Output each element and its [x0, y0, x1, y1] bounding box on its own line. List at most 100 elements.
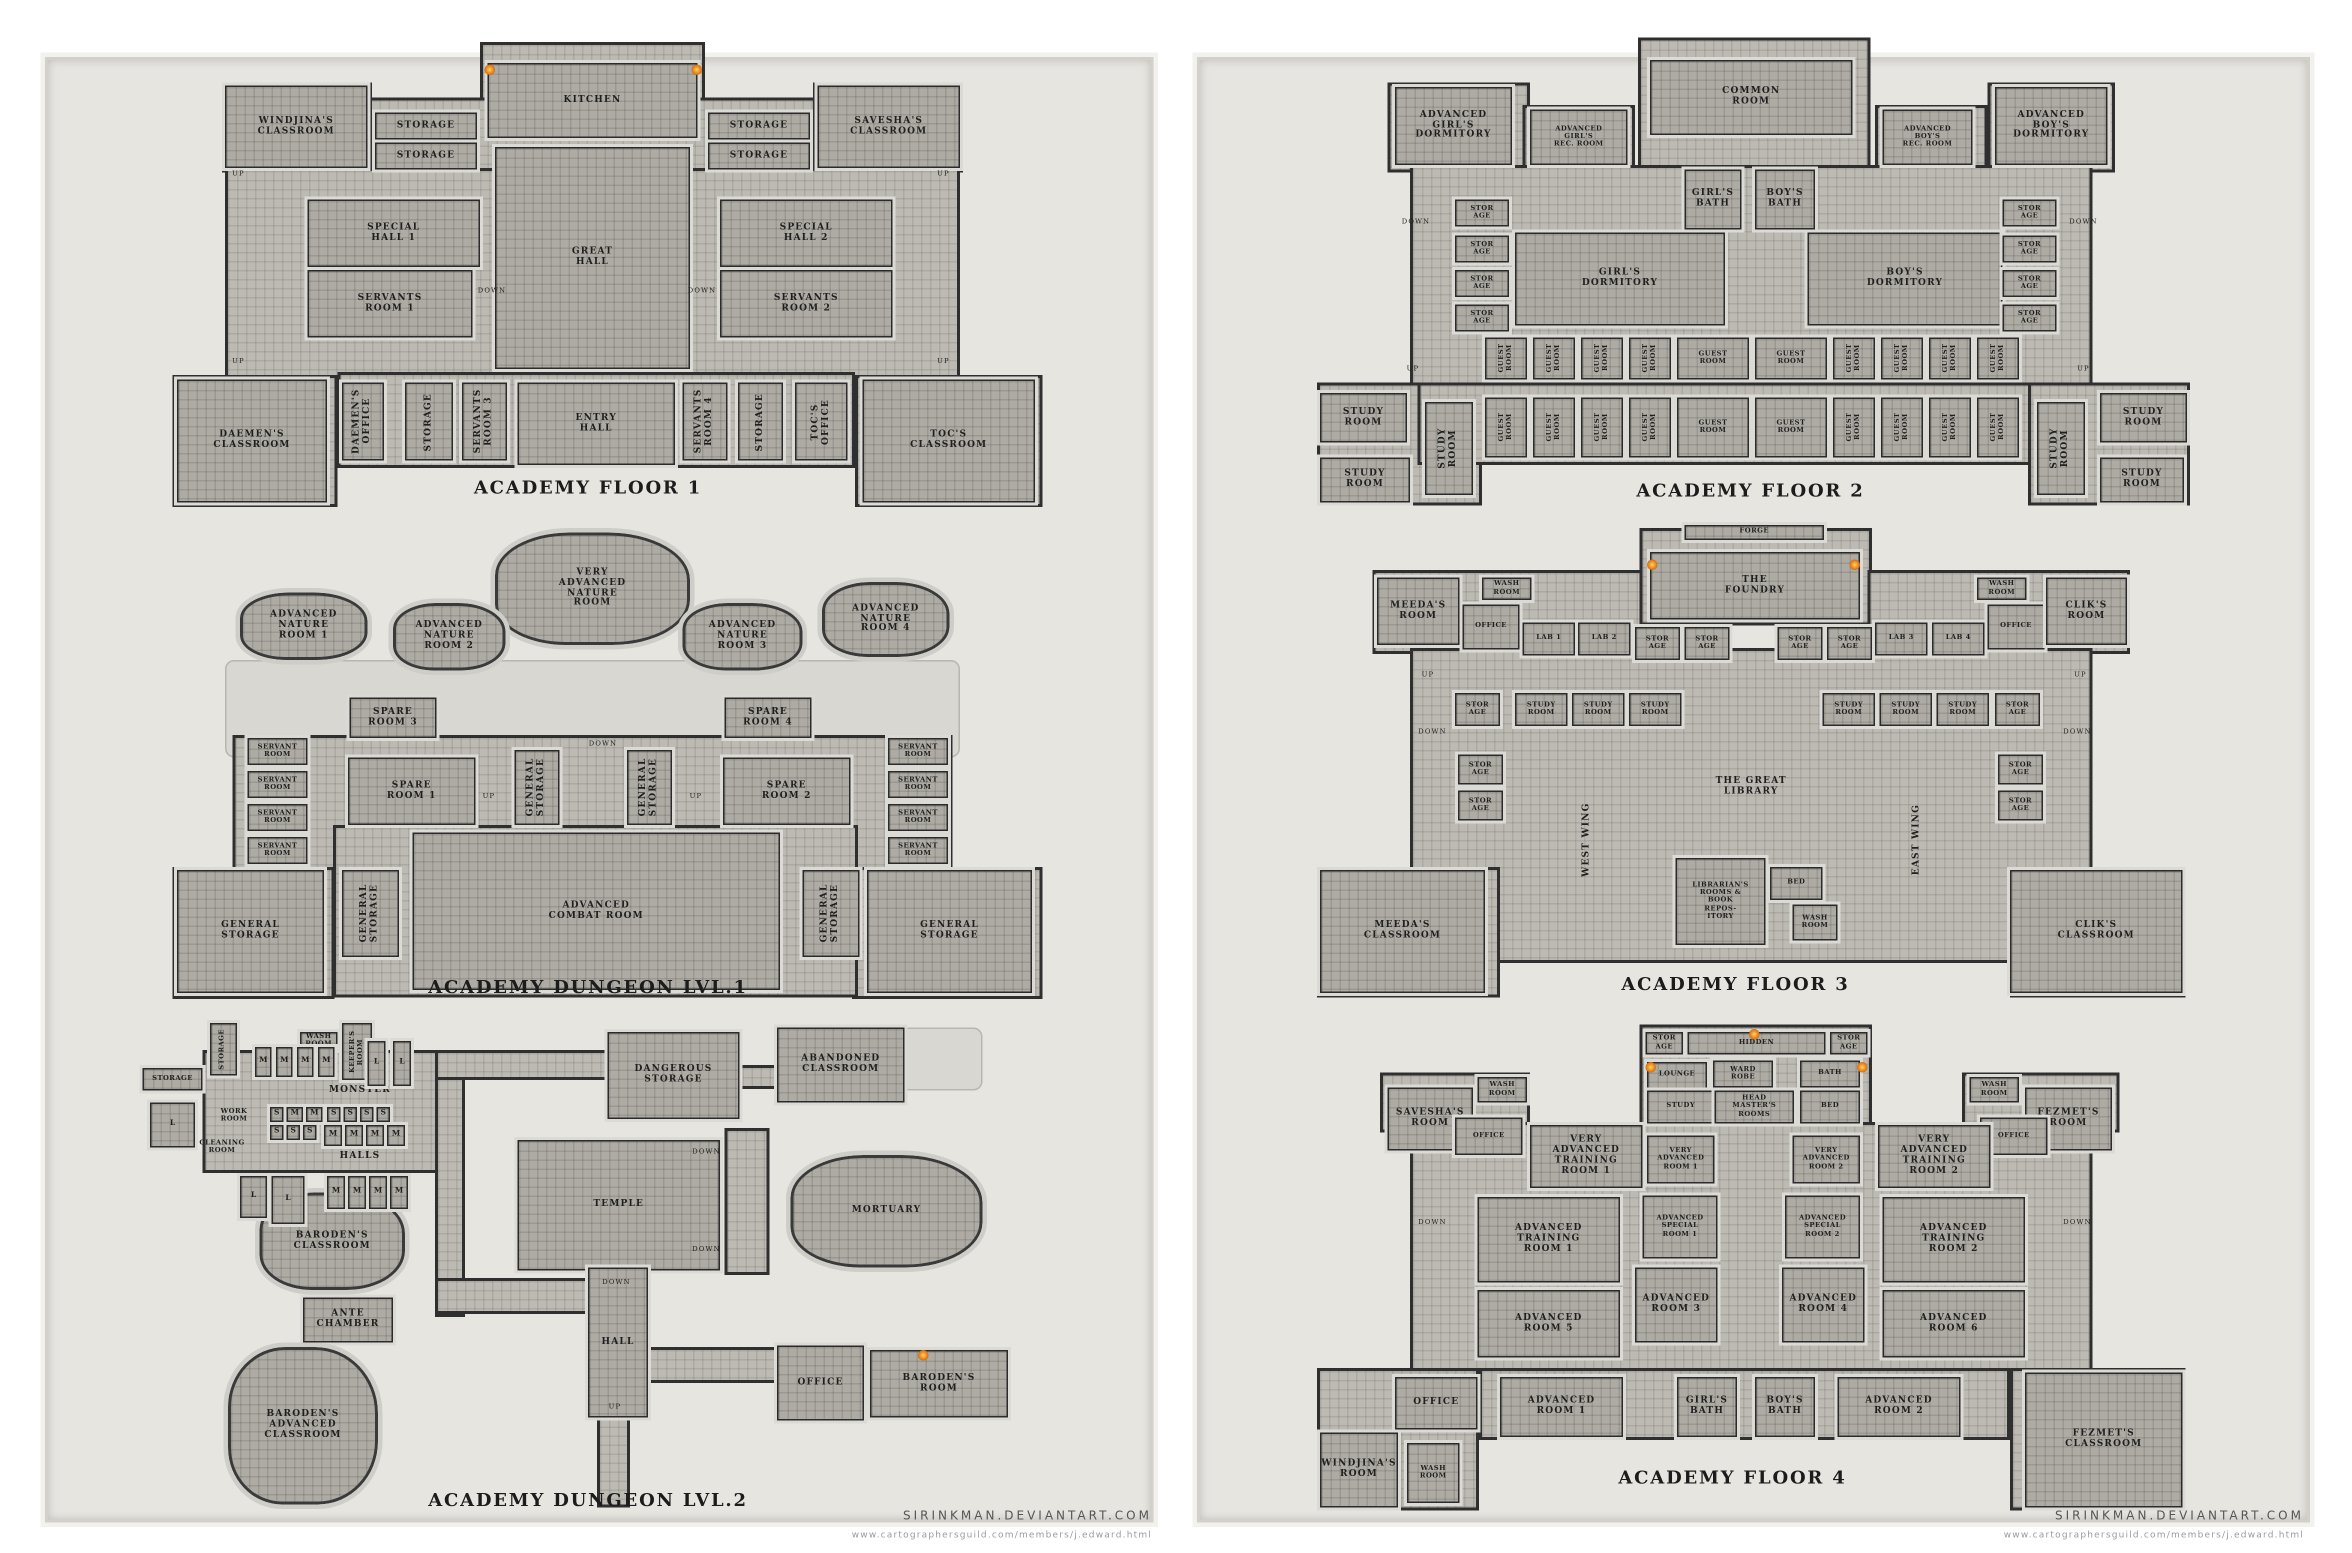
room-label: M [259, 1056, 268, 1066]
room-label: M [310, 1108, 319, 1118]
room-girl-s-bath: Girl's Bath [1681, 166, 1745, 233]
room-label: Stor Age [1837, 635, 1862, 651]
room-study-room: Study Room [1626, 690, 1685, 729]
room-label: M [370, 1129, 380, 1139]
room-label: General Storage [221, 919, 280, 941]
room-special-hall-1: Special Hall 1 [304, 196, 483, 270]
room-entry-hall: Entry Hall [514, 379, 678, 468]
room-advanced-special-room-1: Advanced Special Room 1 [1639, 1192, 1721, 1262]
room-label: S [347, 1108, 353, 1118]
room-general-storage: General Storage [339, 867, 402, 960]
stairs-label-up: Up [687, 792, 705, 804]
cell-l: L [364, 1038, 389, 1089]
room-clik-s-room: Clik's Room [2043, 574, 2130, 648]
room-stor-age: Stor Age [1452, 267, 1512, 300]
room-label: Savesha's Classroom [850, 114, 928, 136]
room-hall: Hall [585, 1264, 651, 1421]
room-label: Storage [396, 119, 456, 130]
room-advanced-boy-s-dormitory: Advanced Boy's Dormitory [1992, 84, 2111, 168]
cell-s: S [324, 1104, 344, 1125]
open-cave-floor [900, 1027, 983, 1091]
room-guest-room: Guest Room [1752, 394, 1830, 461]
room-label: The Great Library [1715, 774, 1787, 796]
room-label: Very Advanced Room 2 [1802, 1147, 1850, 1171]
room-the-foundry: The Foundry [1647, 549, 1863, 623]
room-label: M [391, 1129, 401, 1139]
source-url[interactable]: www.cartographersguild.com/members/j.edw… [2003, 1530, 2304, 1541]
room-label: Special Hall 1 [367, 221, 421, 243]
room-label: General Storage [525, 758, 546, 817]
room-label: Advanced Room 2 [1865, 1395, 1933, 1416]
cell-s: S [357, 1104, 377, 1125]
room-servant-room: Servant Room [885, 768, 951, 801]
room-label: S [364, 1108, 370, 1118]
room-label: Advanced Room 5 [1514, 1311, 1583, 1333]
building-outline [435, 1278, 597, 1314]
room-label: Kitchen [563, 93, 622, 105]
room-label: Meeda's Room [1390, 599, 1447, 621]
room-label: Stor Age [1470, 310, 1494, 326]
room-study-room: Study Room [2034, 399, 2088, 498]
room-guest-room: Guest Room [1626, 394, 1674, 461]
room-label: Advanced Girl's Rec. Room [1553, 125, 1604, 149]
room-label: Wash Room [1801, 914, 1829, 930]
room-advanced-room-2: Advanced Room 2 [1834, 1374, 1964, 1440]
room-storage: Storage [207, 1020, 240, 1079]
room-guest-room: Guest Room [1926, 334, 1974, 383]
room-label: Girl's Bath [1691, 187, 1735, 209]
source-url[interactable]: www.cartographersguild.com/members/j.edw… [851, 1530, 1152, 1541]
room-label: Guest Room [1698, 350, 1728, 366]
room-bed: Bed [1797, 1087, 1863, 1127]
room-label: Up [2074, 672, 2087, 681]
room-stor-age: Stor Age [1681, 624, 1733, 663]
room-advanced-training-room-1: Advanced Training Room 1 [1474, 1194, 1623, 1286]
room-toc-s-office: Toc's Office [792, 379, 851, 464]
room-servant-room: Servant Room [244, 801, 311, 834]
cell-l: L [390, 1038, 414, 1089]
room-study-room: Study Room [1317, 390, 1410, 446]
room-guest-room: Guest Room [1974, 394, 2022, 461]
room-label: Down [2063, 729, 2092, 738]
room-very-advanced-room-2: Very Advanced Room 2 [1789, 1132, 1863, 1187]
room-guest-room: Guest Room [1974, 334, 2022, 383]
stairs-label-down: Down [2063, 1218, 2093, 1230]
room-advanced-nature-room-3: Advanced Nature Room 3 [678, 598, 807, 675]
room-lab-1: Lab 1 [1519, 619, 1578, 659]
room-label: Dangerous Storage [634, 1063, 713, 1085]
room-label: Stor Age [1645, 635, 1670, 651]
fireplace-icon [1857, 1062, 1868, 1073]
stairs-label-down: Down [1418, 1218, 1448, 1230]
building-outline [645, 1347, 783, 1383]
room-advanced-nature-room-2: Advanced Nature Room 2 [388, 598, 510, 675]
room-label: Cleaning Room [199, 1139, 245, 1155]
room-label: Study Room [1583, 701, 1613, 717]
room-label: Advanced Nature Room 3 [708, 619, 777, 651]
room-label: Guest Room [1546, 413, 1562, 442]
room-daemen-s-office: Daemen's Office [339, 379, 387, 464]
room-label: Forge [1739, 528, 1769, 537]
room-bed: Bed [1767, 864, 1826, 903]
room-servants-room-1: Servants Room 1 [304, 267, 476, 341]
stairs-label-down: Down [600, 1278, 633, 1290]
room-label: Servant Room [257, 842, 298, 858]
room-guest-room: Guest Room [1578, 334, 1626, 383]
credit-link[interactable]: sirinkman.deviantart.com [903, 1509, 1152, 1523]
stairs-label-down: Down [2069, 218, 2097, 230]
building-outline [739, 1065, 782, 1089]
room-label: Stor Age [1470, 275, 1494, 291]
room-office: Office [1452, 1114, 1526, 1158]
room-label: Advanced Nature Room 4 [851, 602, 920, 634]
room-stor-age: Stor Age [1824, 624, 1875, 663]
room-guest-room: Guest Room [1482, 334, 1530, 383]
floor2-title: Academy Floor 2 [1636, 480, 1865, 501]
stairs-label-up: Up [933, 357, 954, 369]
room-very-advanced-room-1: Very Advanced Room 1 [1644, 1132, 1718, 1187]
room-label: Bed [1820, 1103, 1840, 1111]
room-label: Guest Room [1594, 413, 1610, 442]
credit-link[interactable]: sirinkman.deviantart.com [2055, 1509, 2304, 1523]
room-label: Spare Room 3 [368, 705, 418, 727]
room-stor-age: Stor Age [1999, 232, 2060, 266]
room-label: Lounge [1658, 1071, 1696, 1080]
cell-m: M [363, 1122, 387, 1149]
room-advanced-training-room-2: Advanced Training Room 2 [1879, 1194, 2028, 1286]
